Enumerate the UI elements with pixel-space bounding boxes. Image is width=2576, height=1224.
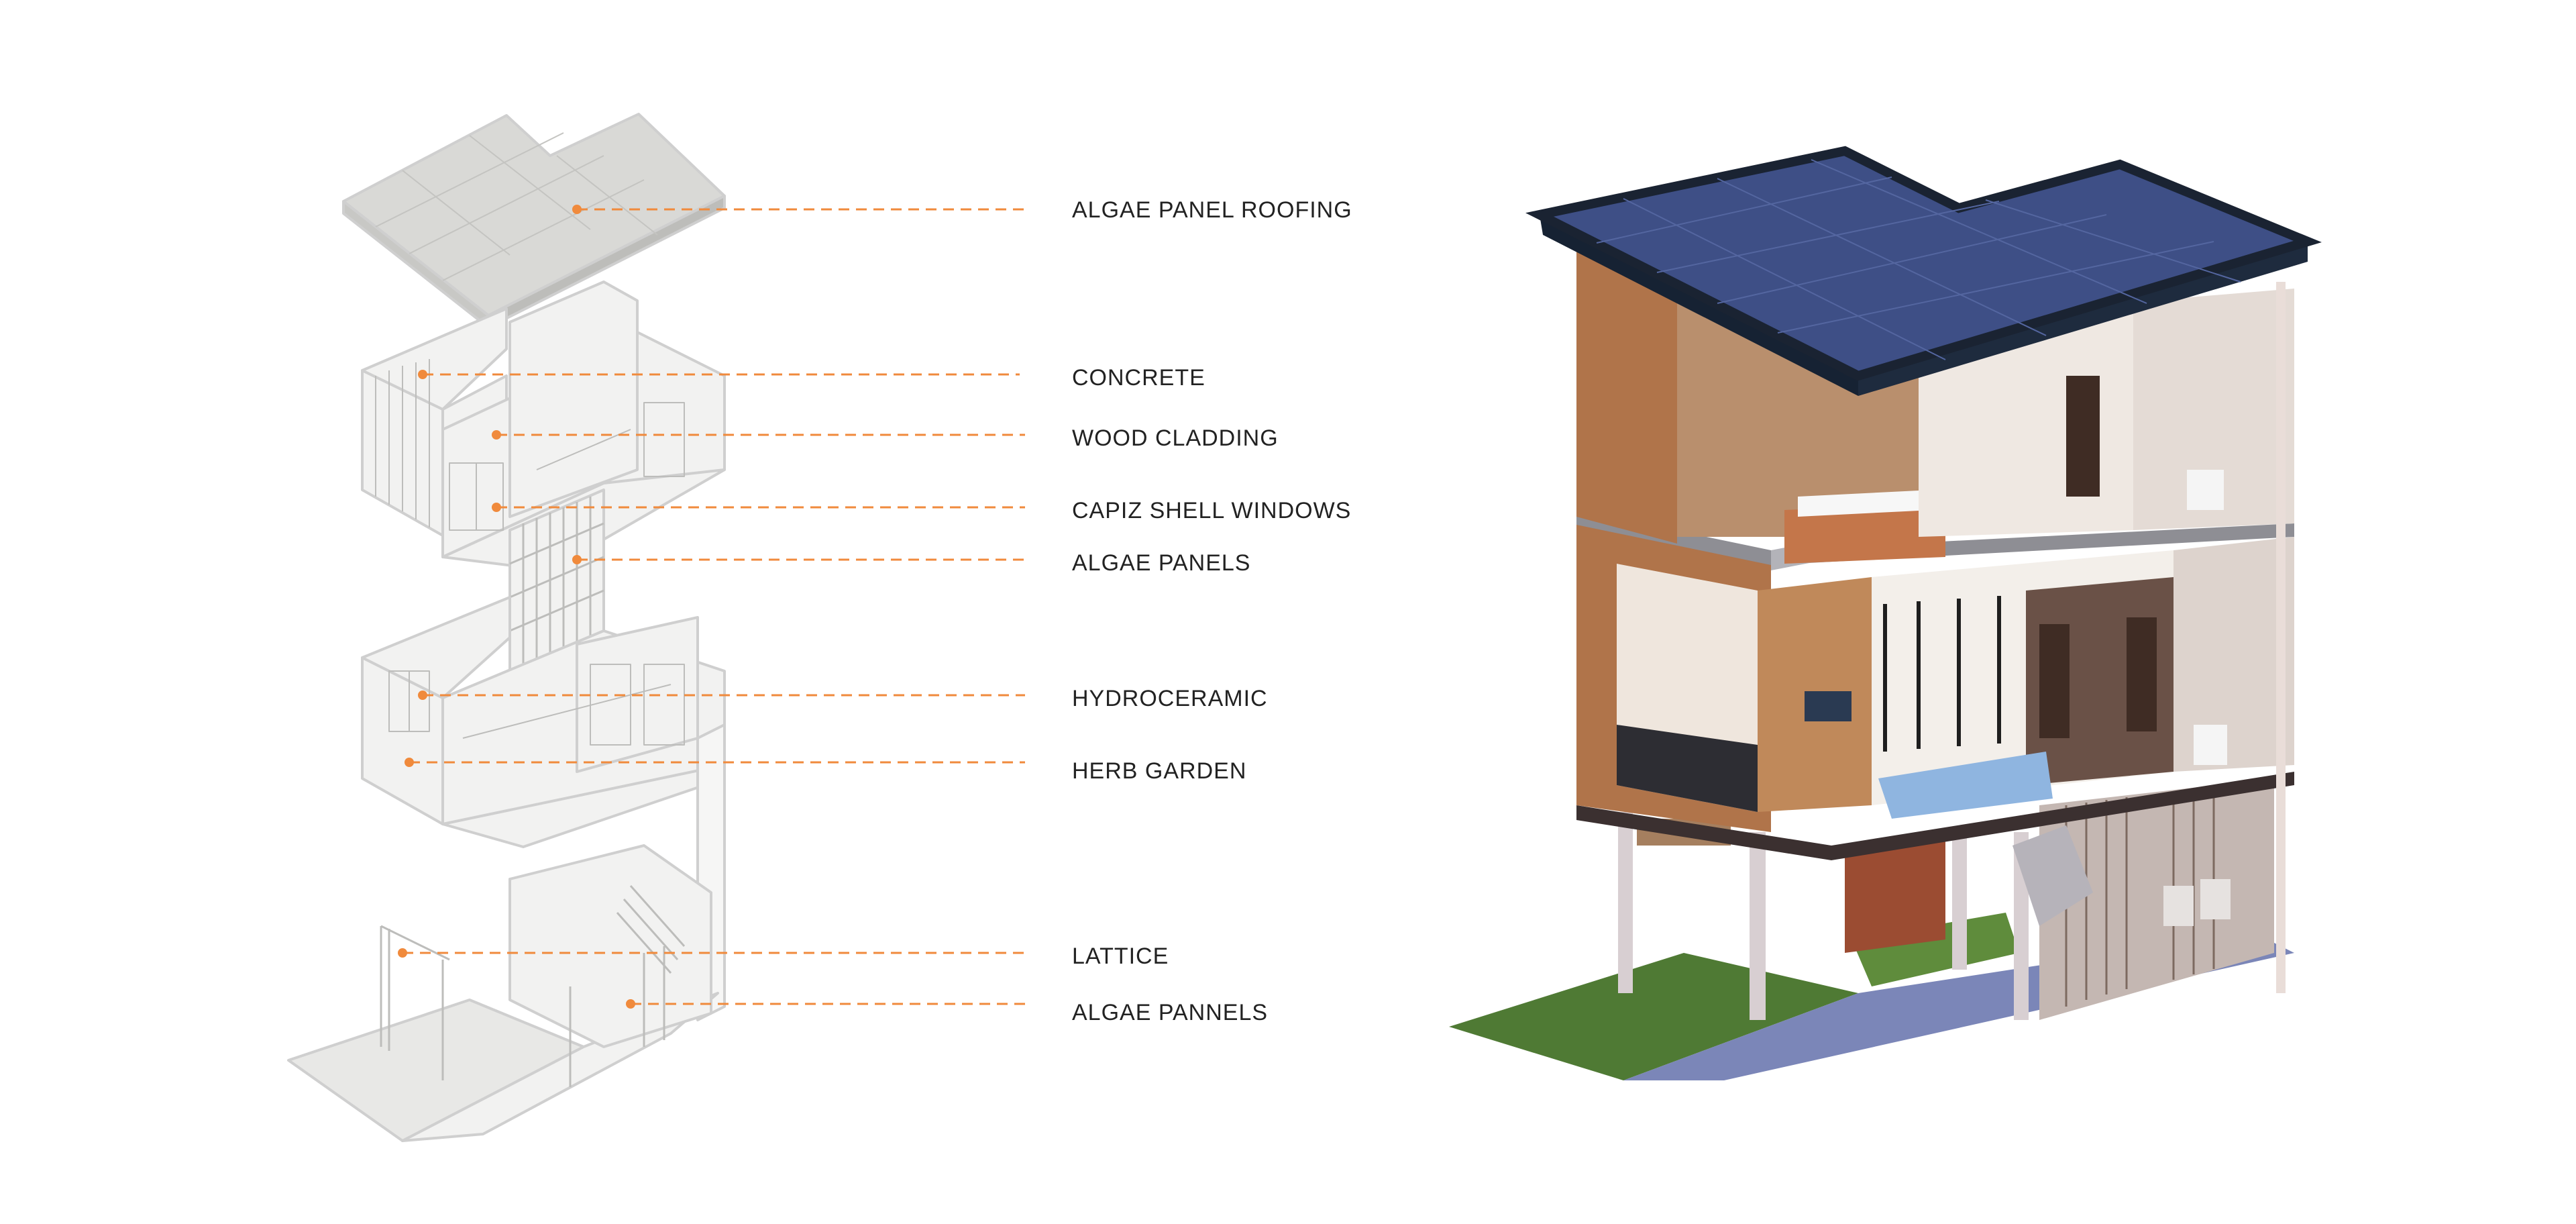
label-concrete: CONCRETE (1072, 365, 1205, 391)
ground-level-layer (287, 844, 719, 1142)
leader-dot-7 (398, 948, 407, 958)
brick-wall (1845, 832, 1945, 953)
leader-dot-6 (405, 758, 414, 767)
leader-dot-5 (418, 691, 427, 700)
label-lattice: LATTICE (1072, 944, 1169, 969)
leader-lines (398, 205, 1026, 1009)
bathroom-lower (2174, 537, 2294, 772)
leader-dot-3 (492, 503, 501, 512)
leader-dot-2 (492, 430, 501, 440)
toilet-lower (2194, 725, 2227, 765)
sofa (1878, 752, 2053, 819)
label-algae-panel-roofing: ALGAE PANEL ROOFING (1072, 197, 1352, 223)
label-hydroceramic: HYDROCERAMIC (1072, 686, 1268, 711)
solar-algae-roof (1525, 146, 2322, 396)
service-area (2039, 778, 2274, 1020)
carved-door-upper (2066, 376, 2100, 497)
label-capiz-shell-windows: CAPIZ SHELL WINDOWS (1072, 498, 1352, 523)
bed-linen (1798, 490, 1932, 517)
label-wood-cladding: WOOD CLADDING (1072, 425, 1279, 451)
leader-dot-0 (572, 205, 582, 214)
living-windows (1883, 596, 2001, 752)
bed-base (1784, 503, 1945, 564)
stair (2012, 825, 2093, 926)
washing-machines (2163, 879, 2231, 926)
leader-dot-1 (418, 370, 427, 379)
carved-door-2 (2127, 617, 2157, 731)
roof-layer (342, 113, 726, 329)
carved-door-1 (2039, 624, 2070, 738)
lattice-screens (2065, 786, 2215, 1007)
lower-floor-layer (361, 596, 726, 848)
label-algae-panels: ALGAE PANELS (1072, 550, 1251, 576)
kitchen-counter (1617, 725, 1758, 812)
bathroom-upper (2133, 289, 2294, 530)
label-algae-pannels: ALGAE PANNELS (1072, 1000, 1269, 1025)
tv (1805, 691, 1851, 721)
upper-wood-wall (1576, 248, 1677, 544)
leader-dot-8 (626, 999, 635, 1009)
upper-floor-layer (361, 280, 726, 572)
lower-slab (1576, 772, 2294, 860)
upper-slab (1576, 510, 2294, 565)
label-herb-garden: HERB GARDEN (1072, 758, 1247, 784)
toilet-upper (2187, 470, 2224, 510)
garden-bed (1851, 913, 2019, 986)
leader-dot-4 (572, 555, 582, 564)
